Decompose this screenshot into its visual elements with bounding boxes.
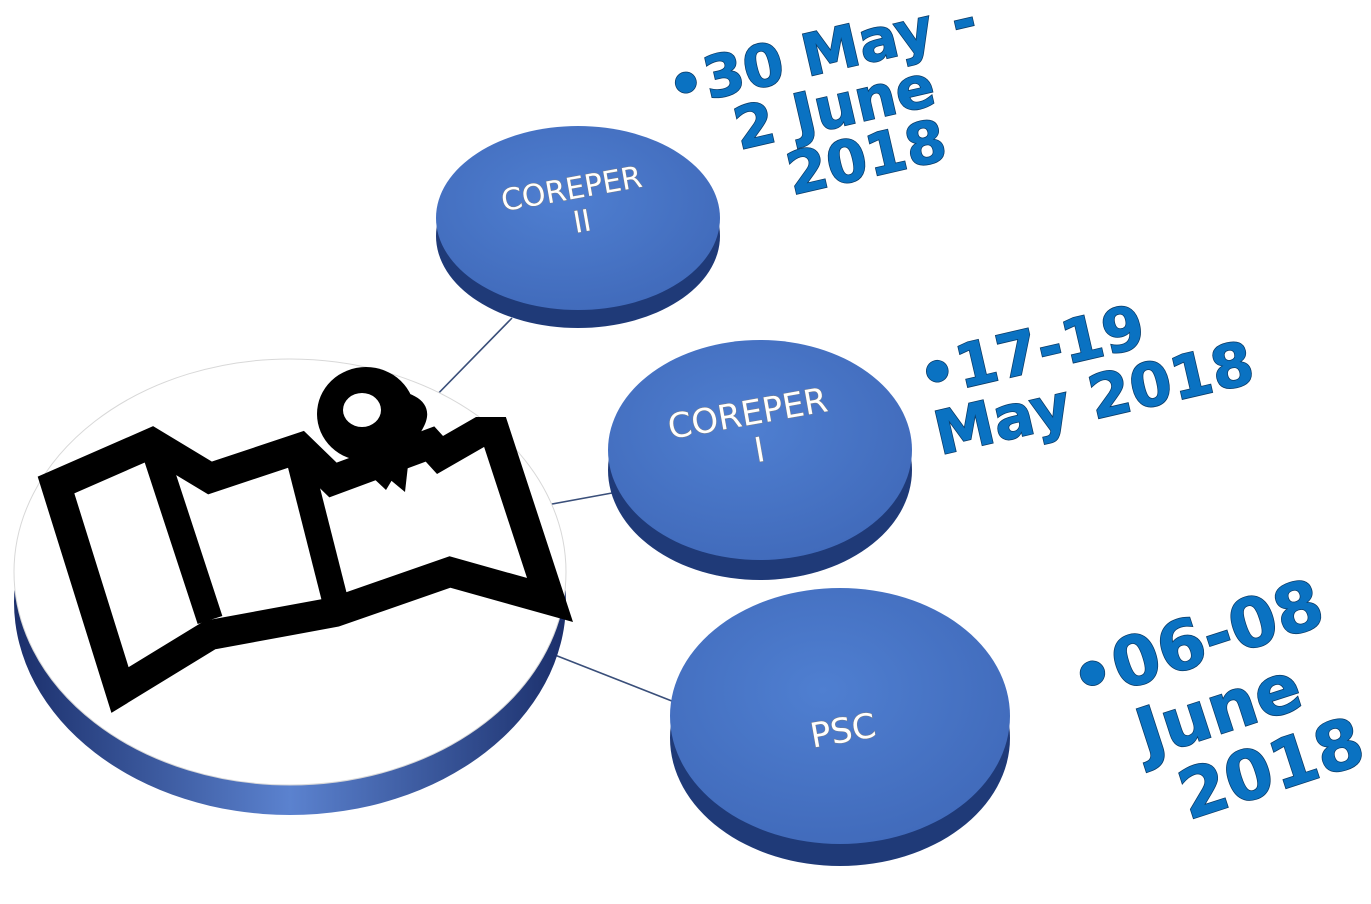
node-disk-psc[interactable] — [670, 588, 1010, 866]
connector-line-coreper2 — [426, 317, 513, 406]
node-disk-coreper1[interactable] — [608, 340, 912, 580]
date-text-coreper2: •30 May - 2 June 2018 — [660, 0, 1027, 230]
date-text-coreper1: •17-19 May 2018 — [911, 270, 1260, 471]
connector-line-psc — [536, 647, 683, 706]
date-text-psc: •06-08 June 2018 — [1060, 557, 1371, 857]
folded-map-with-location-pin-icon — [37, 367, 573, 713]
node-disk-coreper2[interactable] — [436, 126, 720, 328]
